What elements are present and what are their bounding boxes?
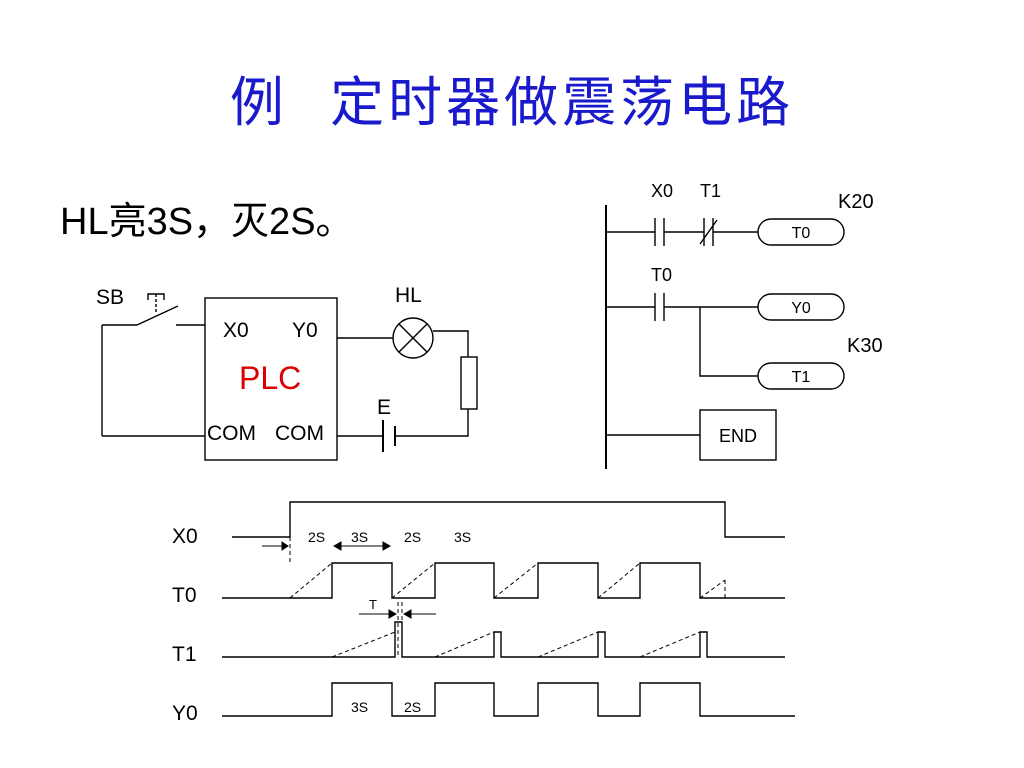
wiring-diagram: [101, 293, 478, 461]
interval-3s-head-left: [332, 541, 342, 551]
x0-interval-label-2: 3S: [351, 529, 368, 545]
t1-ramp-4: [639, 631, 701, 658]
timing-x0-label: X0: [172, 525, 198, 548]
t1-coil-label: T1: [792, 369, 811, 386]
t0-ramp-1: [289, 562, 333, 599]
ladder-t1-label: T1: [700, 181, 721, 201]
y0-interval-label-1: 3S: [351, 699, 368, 715]
end-box: [699, 409, 777, 461]
interval-3s-head-right: [382, 541, 392, 551]
fuse-wire-bottom: [395, 409, 469, 437]
t0-waveform: [222, 562, 785, 599]
t0-ramp-5: [699, 579, 726, 599]
timing-t0-label: T0: [172, 584, 197, 607]
t-arrow-right-head: [402, 609, 412, 619]
t1-waveform: [222, 621, 785, 658]
plc-com2-label: COM: [275, 422, 324, 445]
slide-title: 例 定时器做震荡电路: [229, 71, 795, 134]
fuse-symbol: [460, 356, 478, 410]
t0-coil-label: T0: [792, 225, 811, 242]
t-arrow-left-head: [388, 609, 398, 619]
x0-waveform: [232, 501, 785, 538]
t0-ramp-3: [493, 562, 539, 599]
t0-coil: [757, 218, 845, 246]
plc-label: PLC: [239, 360, 301, 396]
t1-preset-label: K30: [847, 335, 883, 357]
x0-pointer-head: [281, 541, 289, 551]
timing-diagram: [222, 501, 795, 717]
t0-preset-label: K20: [838, 191, 874, 213]
t0-ramp-2: [391, 562, 436, 599]
y0-waveform: [222, 682, 795, 717]
plc-x0-label: X0: [223, 319, 249, 342]
t1-ramp-1: [331, 631, 396, 658]
t1-ramp-2: [434, 631, 495, 658]
y0-coil-label: Y0: [791, 300, 811, 317]
t1-nc-slash: [699, 219, 718, 245]
x0-interval-label-3: 2S: [404, 529, 421, 545]
t0-ramp-4: [597, 562, 641, 599]
end-label: END: [719, 426, 757, 446]
timing-ramps: [289, 537, 726, 658]
plc-y0-label: Y0: [292, 319, 318, 342]
timing-t1-label: T1: [172, 643, 197, 666]
hl-label: HL: [395, 284, 422, 307]
rung3-branch-wire: [699, 307, 758, 377]
sb-switch-blade: [136, 305, 179, 326]
t1-ramp-3: [537, 631, 599, 658]
t1-coil: [757, 362, 845, 390]
lamp-cross-2: [398, 323, 428, 353]
battery-label: E: [377, 396, 391, 419]
interval-arrows: [262, 541, 436, 619]
y0-interval-label-2: 2S: [404, 699, 421, 715]
lamp-circle: [392, 317, 434, 359]
y0-coil: [757, 293, 845, 321]
plc-box: [204, 297, 338, 461]
x0-interval-label-4: 3S: [454, 529, 471, 545]
plc-com1-label: COM: [207, 422, 256, 445]
x0-interval-label-1: 2S: [308, 529, 325, 545]
slide-subtitle: HL亮3S，灭2S。: [60, 201, 354, 243]
ladder-diagram: [605, 205, 845, 469]
sb-label: SB: [96, 286, 124, 309]
t-interval-label: T: [369, 597, 377, 612]
timing-y0-label: Y0: [172, 702, 198, 725]
ladder-x0-label: X0: [651, 181, 673, 201]
lamp-wire-right: [433, 330, 469, 357]
ladder-t0-contact-label: T0: [651, 265, 672, 285]
